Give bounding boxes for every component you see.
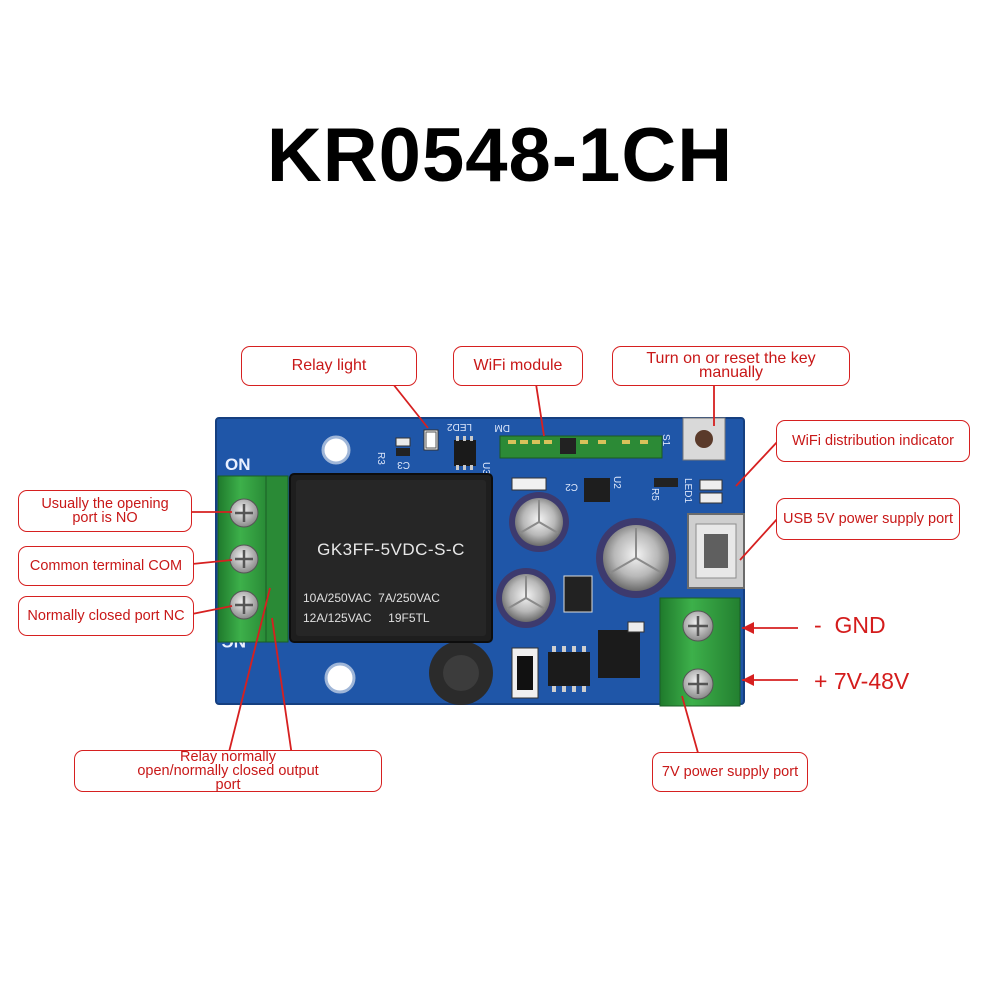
terminal-screws-right	[682, 610, 714, 700]
gnd-label: - GND	[814, 612, 886, 638]
callout-wifi-indicator: WiFi distribution indicator	[776, 420, 970, 462]
callout-power-port: 7V power supply port	[652, 752, 808, 792]
mounting-hole-top	[321, 435, 351, 465]
mounting-hole-bottom	[324, 662, 356, 694]
vin-label: + 7V-48V	[814, 668, 910, 694]
callout-relay-light: Relay light	[241, 346, 417, 386]
callout-com-port: Common terminal COM	[18, 546, 194, 586]
callout-reset-key: Turn on or reset the key manually	[612, 346, 850, 386]
silk-on: ON	[225, 455, 251, 474]
callout-no-port: Usually the opening port is NO	[18, 490, 192, 532]
silk-s1: S1	[660, 434, 671, 447]
silk-r5: R5	[649, 488, 660, 501]
silk-c2: C2	[565, 481, 578, 492]
terminal-screws-left	[229, 498, 259, 620]
callout-wifi-module: WiFi module	[453, 346, 583, 386]
leader-lines	[178, 383, 798, 761]
arrow-heads	[742, 622, 754, 686]
silk-led1: LED1	[682, 478, 693, 503]
relay-model: GK3FF-5VDC-S-C	[317, 540, 465, 559]
relay-rating-1: 10A/250VAC 7A/250VAC	[303, 591, 440, 605]
callout-usb-port: USB 5V power supply port	[776, 498, 960, 540]
callout-nc-port: Normally closed port NC	[18, 596, 194, 636]
silk-u3: U3	[480, 462, 491, 475]
silk-u2: U2	[611, 476, 622, 489]
silk-r3: R3	[375, 452, 386, 465]
relay-rating-2: 12A/125VAC 19F5TL	[303, 611, 430, 625]
silk-c3: C3	[397, 459, 410, 470]
silk-led2: LED2	[447, 421, 472, 432]
relay-led	[425, 431, 437, 449]
silk-dm: DM	[494, 422, 510, 433]
reset-button	[695, 430, 713, 448]
callout-relay-output: Relay normally open/normally closed outp…	[74, 750, 382, 792]
wifi-module	[499, 435, 663, 459]
product-title: KR0548-1CH	[266, 113, 734, 198]
